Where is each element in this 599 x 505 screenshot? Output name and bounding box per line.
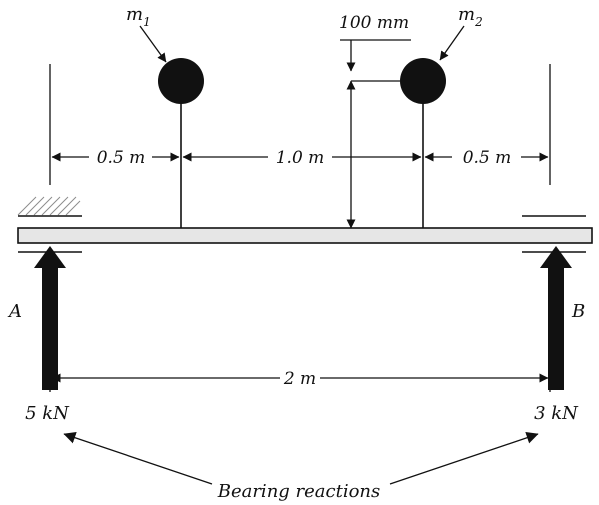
support-a-label: A [7, 301, 22, 322]
right-gap-label: 0.5 m [463, 148, 512, 168]
middle-gap-label: 1.0 m [276, 148, 325, 168]
reaction-arrow-b [540, 246, 572, 390]
mass-m2-leader [439, 25, 465, 61]
mass-m1-label: m1 [126, 4, 151, 29]
mass-m1 [158, 58, 204, 228]
left-gap-label: 0.5 m [97, 148, 146, 168]
caption-pointer-right [389, 431, 539, 485]
reaction-arrow-a [34, 246, 66, 390]
reaction-b-value: 3 kN [534, 403, 579, 424]
mass-m2-label: m2 [458, 4, 483, 29]
left-support-hatch [17, 196, 81, 216]
mass-m2-ball [400, 58, 446, 104]
total-span-label: 2 m [283, 369, 316, 389]
offset-dimension [340, 39, 411, 229]
reaction-a-value: 5 kN [25, 403, 70, 424]
mass-m2 [400, 58, 446, 228]
caption-pointer-left [63, 431, 213, 485]
beam [17, 227, 593, 244]
caption-label: Bearing reactions [217, 481, 381, 502]
mass-m1-leader [139, 25, 167, 63]
support-b-label: B [571, 301, 585, 322]
mass-m1-ball [158, 58, 204, 104]
offset-label: 100 mm [339, 13, 409, 33]
